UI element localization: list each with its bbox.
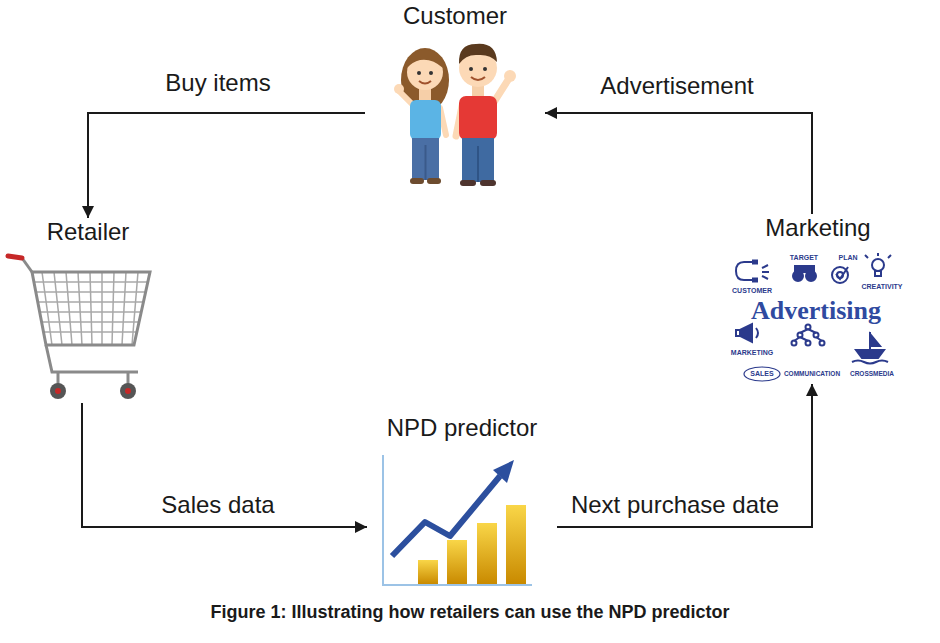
edge-label: Buy items bbox=[162, 69, 273, 97]
sketch-word: COMMUNICATION bbox=[784, 370, 840, 378]
customer-illustration bbox=[394, 44, 516, 186]
flow-arrow bbox=[545, 113, 812, 214]
figure-caption: Figure 1: Illustrating how retailers can… bbox=[0, 601, 940, 623]
chart-illustration bbox=[382, 455, 532, 586]
flow-arrow bbox=[82, 403, 367, 527]
sketch-word: CUSTOMER bbox=[732, 287, 772, 295]
edge-label: Advertisement bbox=[597, 72, 756, 100]
illustrated-node: NPD predictor bbox=[367, 414, 557, 589]
sketch-word: PLAN bbox=[838, 254, 857, 262]
edge-label: Next purchase date bbox=[568, 491, 782, 519]
flow-arrow bbox=[88, 113, 365, 218]
illustrated-node: Retailer bbox=[8, 218, 168, 403]
edge-label: Sales data bbox=[158, 491, 277, 519]
sketch-word: TARGET bbox=[790, 254, 818, 262]
node-heading: Retailer bbox=[47, 218, 130, 246]
illustrated-node: Customer bbox=[365, 2, 545, 202]
cart-illustration bbox=[8, 256, 160, 399]
node-heading: NPD predictor bbox=[387, 414, 538, 442]
sketch-word: SALES bbox=[750, 370, 773, 378]
flow-arrow bbox=[557, 384, 812, 527]
sketch-word: CROSSMEDIA bbox=[850, 370, 894, 378]
sketch-word: CREATIVITY bbox=[861, 283, 902, 291]
sketch-word: MARKETING bbox=[731, 349, 773, 357]
node-heading: Customer bbox=[403, 2, 507, 30]
node-heading: Marketing bbox=[765, 214, 870, 242]
sketch-word: Advertising bbox=[751, 295, 881, 326]
advertising-illustration bbox=[736, 253, 891, 381]
